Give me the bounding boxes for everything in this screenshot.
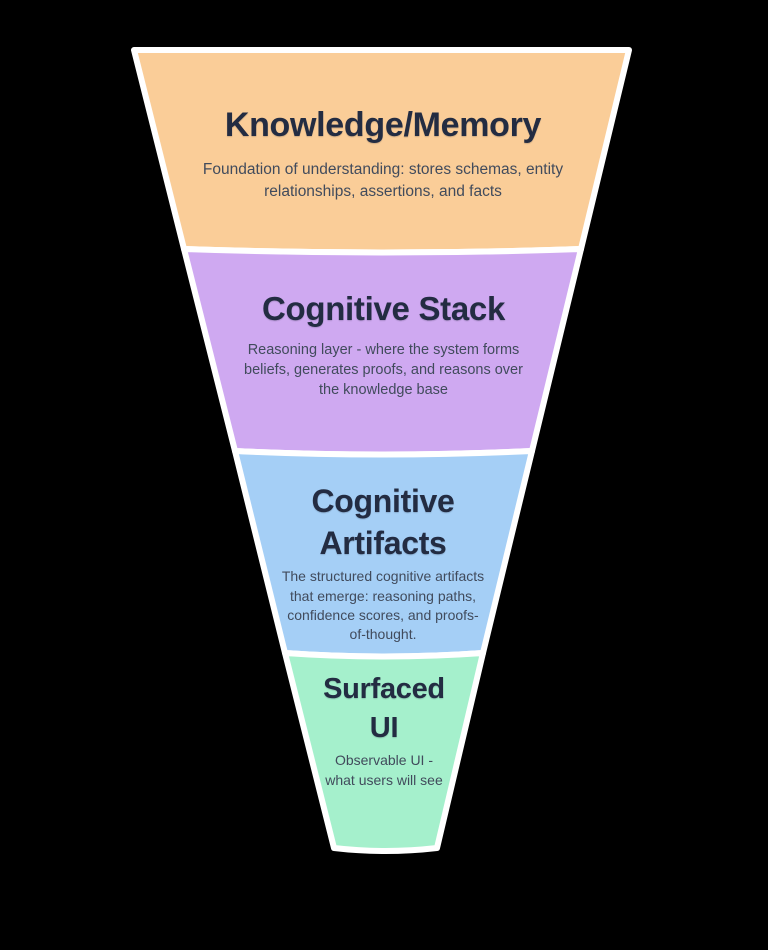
funnel-label-knowledge-memory: Knowledge/Memory Foundation of understan… [153, 103, 613, 203]
layer-title: Cognitive Artifacts [311, 483, 455, 562]
layer-description: Observable UI - what users will see [325, 752, 443, 788]
funnel-segment-surfaced-ui [282, 650, 486, 854]
funnel-label-cognitive-stack: Cognitive Stack Reasoning layer - where … [236, 288, 531, 400]
layer-title: Knowledge/Memory [224, 106, 542, 144]
layer-description: Foundation of understanding: stores sche… [202, 161, 564, 200]
layer-description: Reasoning layer - where the system forms… [244, 341, 523, 398]
layer-title: Cognitive Stack [261, 290, 506, 327]
layer-description: The structured cognitive artifacts that … [281, 568, 485, 643]
funnel-label-surfaced-ui: Surfaced UI Observable UI - what users w… [284, 670, 484, 790]
layer-title: Surfaced UI [323, 673, 445, 745]
funnel-label-cognitive-artifacts: Cognitive Artifacts The structured cogni… [233, 480, 533, 645]
